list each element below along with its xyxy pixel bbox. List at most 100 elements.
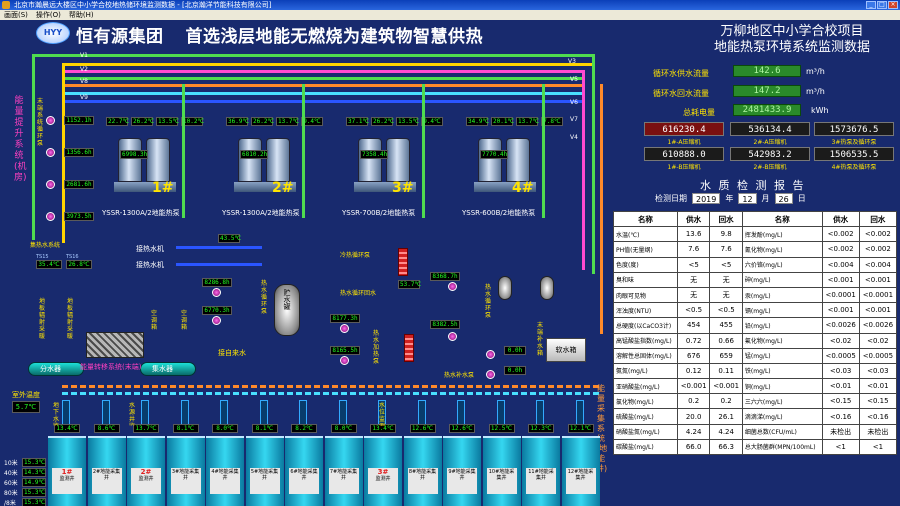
return-value: <0.02 — [858, 332, 898, 349]
energy-meter-1a: 616230.4 — [644, 122, 724, 136]
supply-value: 无 — [676, 286, 711, 304]
col-return-2: 回水 — [858, 210, 898, 228]
pipe-hw-supply — [176, 246, 262, 249]
well-9[interactable]: 3#监测井 — [364, 436, 402, 506]
table-row: 肉眼可见物无无汞(mg/L)<0.0001<0.0001 — [613, 286, 898, 304]
well-3[interactable]: 2#监测井 — [127, 436, 165, 506]
well-1[interactable]: 1#监测井 — [48, 436, 86, 506]
circ-pump-1[interactable] — [448, 282, 457, 291]
valve-v4: V4 — [570, 134, 578, 141]
coil-label-4: 空调箱 — [180, 310, 187, 331]
maximize-button[interactable]: □ — [877, 1, 887, 9]
heater-pump-1[interactable] — [340, 324, 349, 333]
depth-label-1: 10米 — [4, 460, 18, 467]
hw-pump-1[interactable] — [212, 288, 221, 297]
hp-3-temp-2: 26.2℃ — [371, 117, 395, 126]
hp-1-compressor-2[interactable] — [146, 138, 170, 182]
hp-2-compressor-2[interactable] — [266, 138, 290, 182]
well-5-temp: 8.0℃ — [212, 424, 238, 433]
supply-value: 20.0 — [676, 408, 711, 425]
title-bar: 北京市瀚晨远大楼区中小学合校地热储环境监测数据 - [北京瀚洋节能科技有限公司]… — [0, 0, 900, 10]
valve-v7: V7 — [570, 116, 578, 123]
return-value: <0.0026 — [858, 317, 898, 334]
makeup-pump-2[interactable] — [486, 370, 495, 379]
well-8[interactable]: 7#地能采集井 — [324, 436, 363, 506]
supply-value: <0.001 — [821, 271, 860, 288]
window-title: 北京市瀚晨远大楼区中小学合校地热储环境监测数据 - [北京瀚洋节能科技有限公司] — [14, 1, 272, 9]
param-name: 铁(mg/L) — [741, 362, 823, 380]
report-year[interactable]: 2019 — [692, 193, 721, 204]
well-11[interactable]: 9#地能采集井 — [443, 436, 481, 506]
minimize-button[interactable]: _ — [866, 1, 876, 9]
return-flow-unit: m³/h — [806, 87, 825, 96]
pump-left-3[interactable] — [46, 180, 55, 189]
well-1-label: 1#监测井 — [52, 468, 82, 494]
valve-v6: V6 — [570, 99, 578, 106]
supply-value: 无 — [676, 271, 711, 288]
hp-4-base — [474, 182, 536, 192]
group-label-2: 水源井监测 — [128, 402, 135, 426]
pump-left-1[interactable] — [46, 116, 55, 125]
valve-v3: V3 — [568, 58, 576, 65]
hp-1-number: 1# — [152, 180, 174, 196]
well-6[interactable]: 5#地能采集井 — [245, 436, 284, 506]
heater-pump-2[interactable] — [340, 356, 349, 365]
menu-item-screen[interactable]: 画面(S) — [4, 11, 28, 19]
well-4-label: 3#地能采集井 — [170, 468, 201, 494]
close-button[interactable]: × — [888, 1, 898, 9]
well-12[interactable]: 10#地能采集井 — [482, 436, 521, 506]
supply-flow-unit: m³/h — [806, 67, 825, 76]
supply-value: <0.5 — [676, 302, 711, 319]
coil-label-1: 地板辐射采暖 — [38, 298, 45, 340]
menu-item-operate[interactable]: 操作(O) — [35, 11, 61, 19]
well-8-temp: 8.0℃ — [330, 424, 357, 433]
coil-label-3: 空调箱 — [150, 310, 157, 331]
well-4[interactable]: 3#地能采集井 — [166, 436, 205, 506]
slogan: 首选浅层地能无燃烧为建筑物智慧供热 — [185, 27, 483, 47]
report-date-label: 检测日期 — [655, 194, 687, 203]
pump-left-2[interactable] — [46, 148, 55, 157]
pipe-hw-return — [176, 263, 262, 266]
heat-exchanger-1 — [398, 248, 408, 276]
well-7[interactable]: 6#地能采集井 — [285, 436, 323, 506]
separator-2 — [540, 276, 554, 300]
well-14[interactable]: 12#地能采集井 — [561, 436, 600, 506]
hp-2-compressor-1[interactable] — [238, 138, 262, 182]
hp-1-compressor-1[interactable] — [118, 138, 142, 182]
well-5[interactable]: 4#地能采集井 — [206, 436, 244, 506]
report-month[interactable]: 12 — [738, 193, 757, 204]
well-6-label: 5#地能采集井 — [249, 468, 280, 494]
param-name: 亚硝酸盐(mg/L) — [613, 378, 678, 395]
hw-supply-temp: 43.5℃ — [218, 234, 242, 243]
pipe-bus-green-top — [32, 54, 592, 57]
circ-pump-2[interactable] — [448, 332, 457, 341]
pipe-collection-orange — [62, 385, 602, 388]
hp-3-compressor-1[interactable] — [358, 138, 382, 182]
pump-left-4[interactable] — [46, 212, 55, 221]
hw-pump-2[interactable] — [212, 316, 221, 325]
hw-pump-1-hours: 8286.8h — [202, 278, 232, 287]
well-10[interactable]: 8#地能采集井 — [403, 436, 442, 506]
floor-coil — [86, 332, 144, 358]
report-day[interactable]: 26 — [774, 193, 793, 204]
makeup-pump-1[interactable] — [486, 350, 495, 359]
well-7-label: 6#地能采集井 — [289, 468, 319, 494]
label-hw-pump: 热水循环泵 — [484, 284, 491, 319]
menu-item-help[interactable]: 帮助(H) — [68, 11, 94, 19]
hp-3-compressor-2[interactable] — [386, 138, 410, 182]
param-name: 铅(mg/L) — [741, 317, 823, 334]
well-13[interactable]: 11#地能采集井 — [522, 436, 560, 506]
hp-4-compressor-1[interactable] — [478, 138, 502, 182]
hp-4-compressor-2[interactable] — [506, 138, 530, 182]
param-name: 氯化物(mg/L) — [613, 393, 678, 410]
well-6-name: 5#地能采集井 — [250, 469, 279, 481]
hot-water-system-label: 集热水系统 — [30, 242, 61, 249]
storage-tank — [274, 284, 300, 336]
well-2[interactable]: 2#地能采集井 — [87, 436, 126, 506]
